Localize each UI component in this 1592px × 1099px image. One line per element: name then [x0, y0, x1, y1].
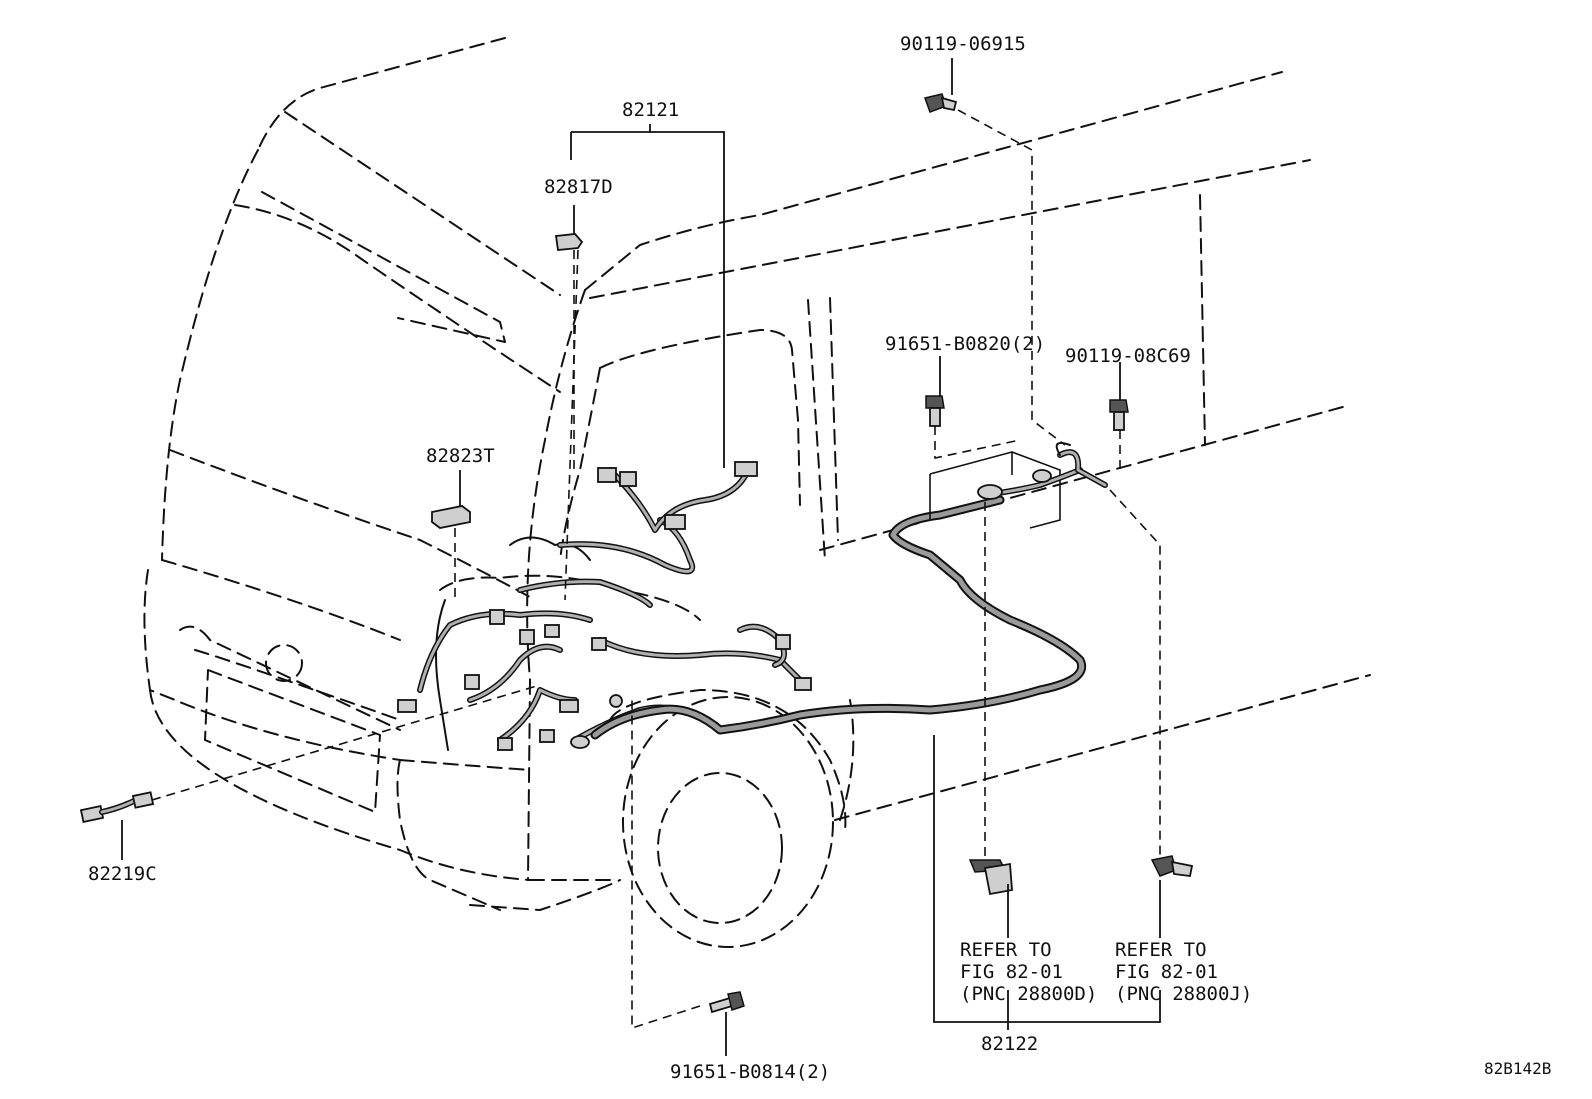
bolt-90119-08C69-icon [1109, 399, 1129, 431]
bolt-90119-06915-icon [924, 93, 958, 113]
bolt-91651-B0820-icon [925, 395, 945, 427]
label-90119-08C69: 90119-08C69 [1065, 345, 1191, 367]
label-90119-06915: 90119-06915 [900, 33, 1026, 55]
refer-note-right-line3: (PNC 28800J) [1115, 983, 1252, 1005]
sensor-82823T-icon [431, 505, 471, 529]
clamp-28800D-icon [968, 859, 1013, 896]
label-82817D: 82817D [544, 176, 613, 198]
refer-note-left-line1: REFER TO [960, 939, 1052, 961]
connector-cable-82219C-icon [79, 791, 155, 824]
refer-note-left-line3: (PNC 28800D) [960, 983, 1097, 1005]
refer-note-left-line2: FIG 82-01 [960, 961, 1063, 983]
label-82219C: 82219C [88, 863, 157, 885]
leader-lines [121, 58, 1161, 1056]
connector-icon [597, 467, 617, 483]
vehicle-body-outline [143, 37, 1371, 948]
label-82823T: 82823T [426, 445, 495, 467]
bracket-82817D-icon [554, 233, 584, 251]
refer-note-right-line2: FIG 82-01 [1115, 961, 1218, 983]
label-91651-B0814: 91651-B0814(2) [670, 1061, 830, 1083]
label-82121: 82121 [622, 99, 679, 121]
label-82122: 82122 [981, 1033, 1038, 1055]
label-91651-B0820: 91651-B0820(2) [885, 333, 1045, 355]
bolt-91651-B0814-icon [708, 991, 745, 1014]
diagram-code: 82B142B [1484, 1059, 1551, 1078]
clamp-28800J-icon [1150, 855, 1194, 877]
engine-wiring-harness [397, 461, 812, 751]
frame-wire-harness [590, 442, 1108, 740]
refer-note-right-line1: REFER TO [1115, 939, 1207, 961]
